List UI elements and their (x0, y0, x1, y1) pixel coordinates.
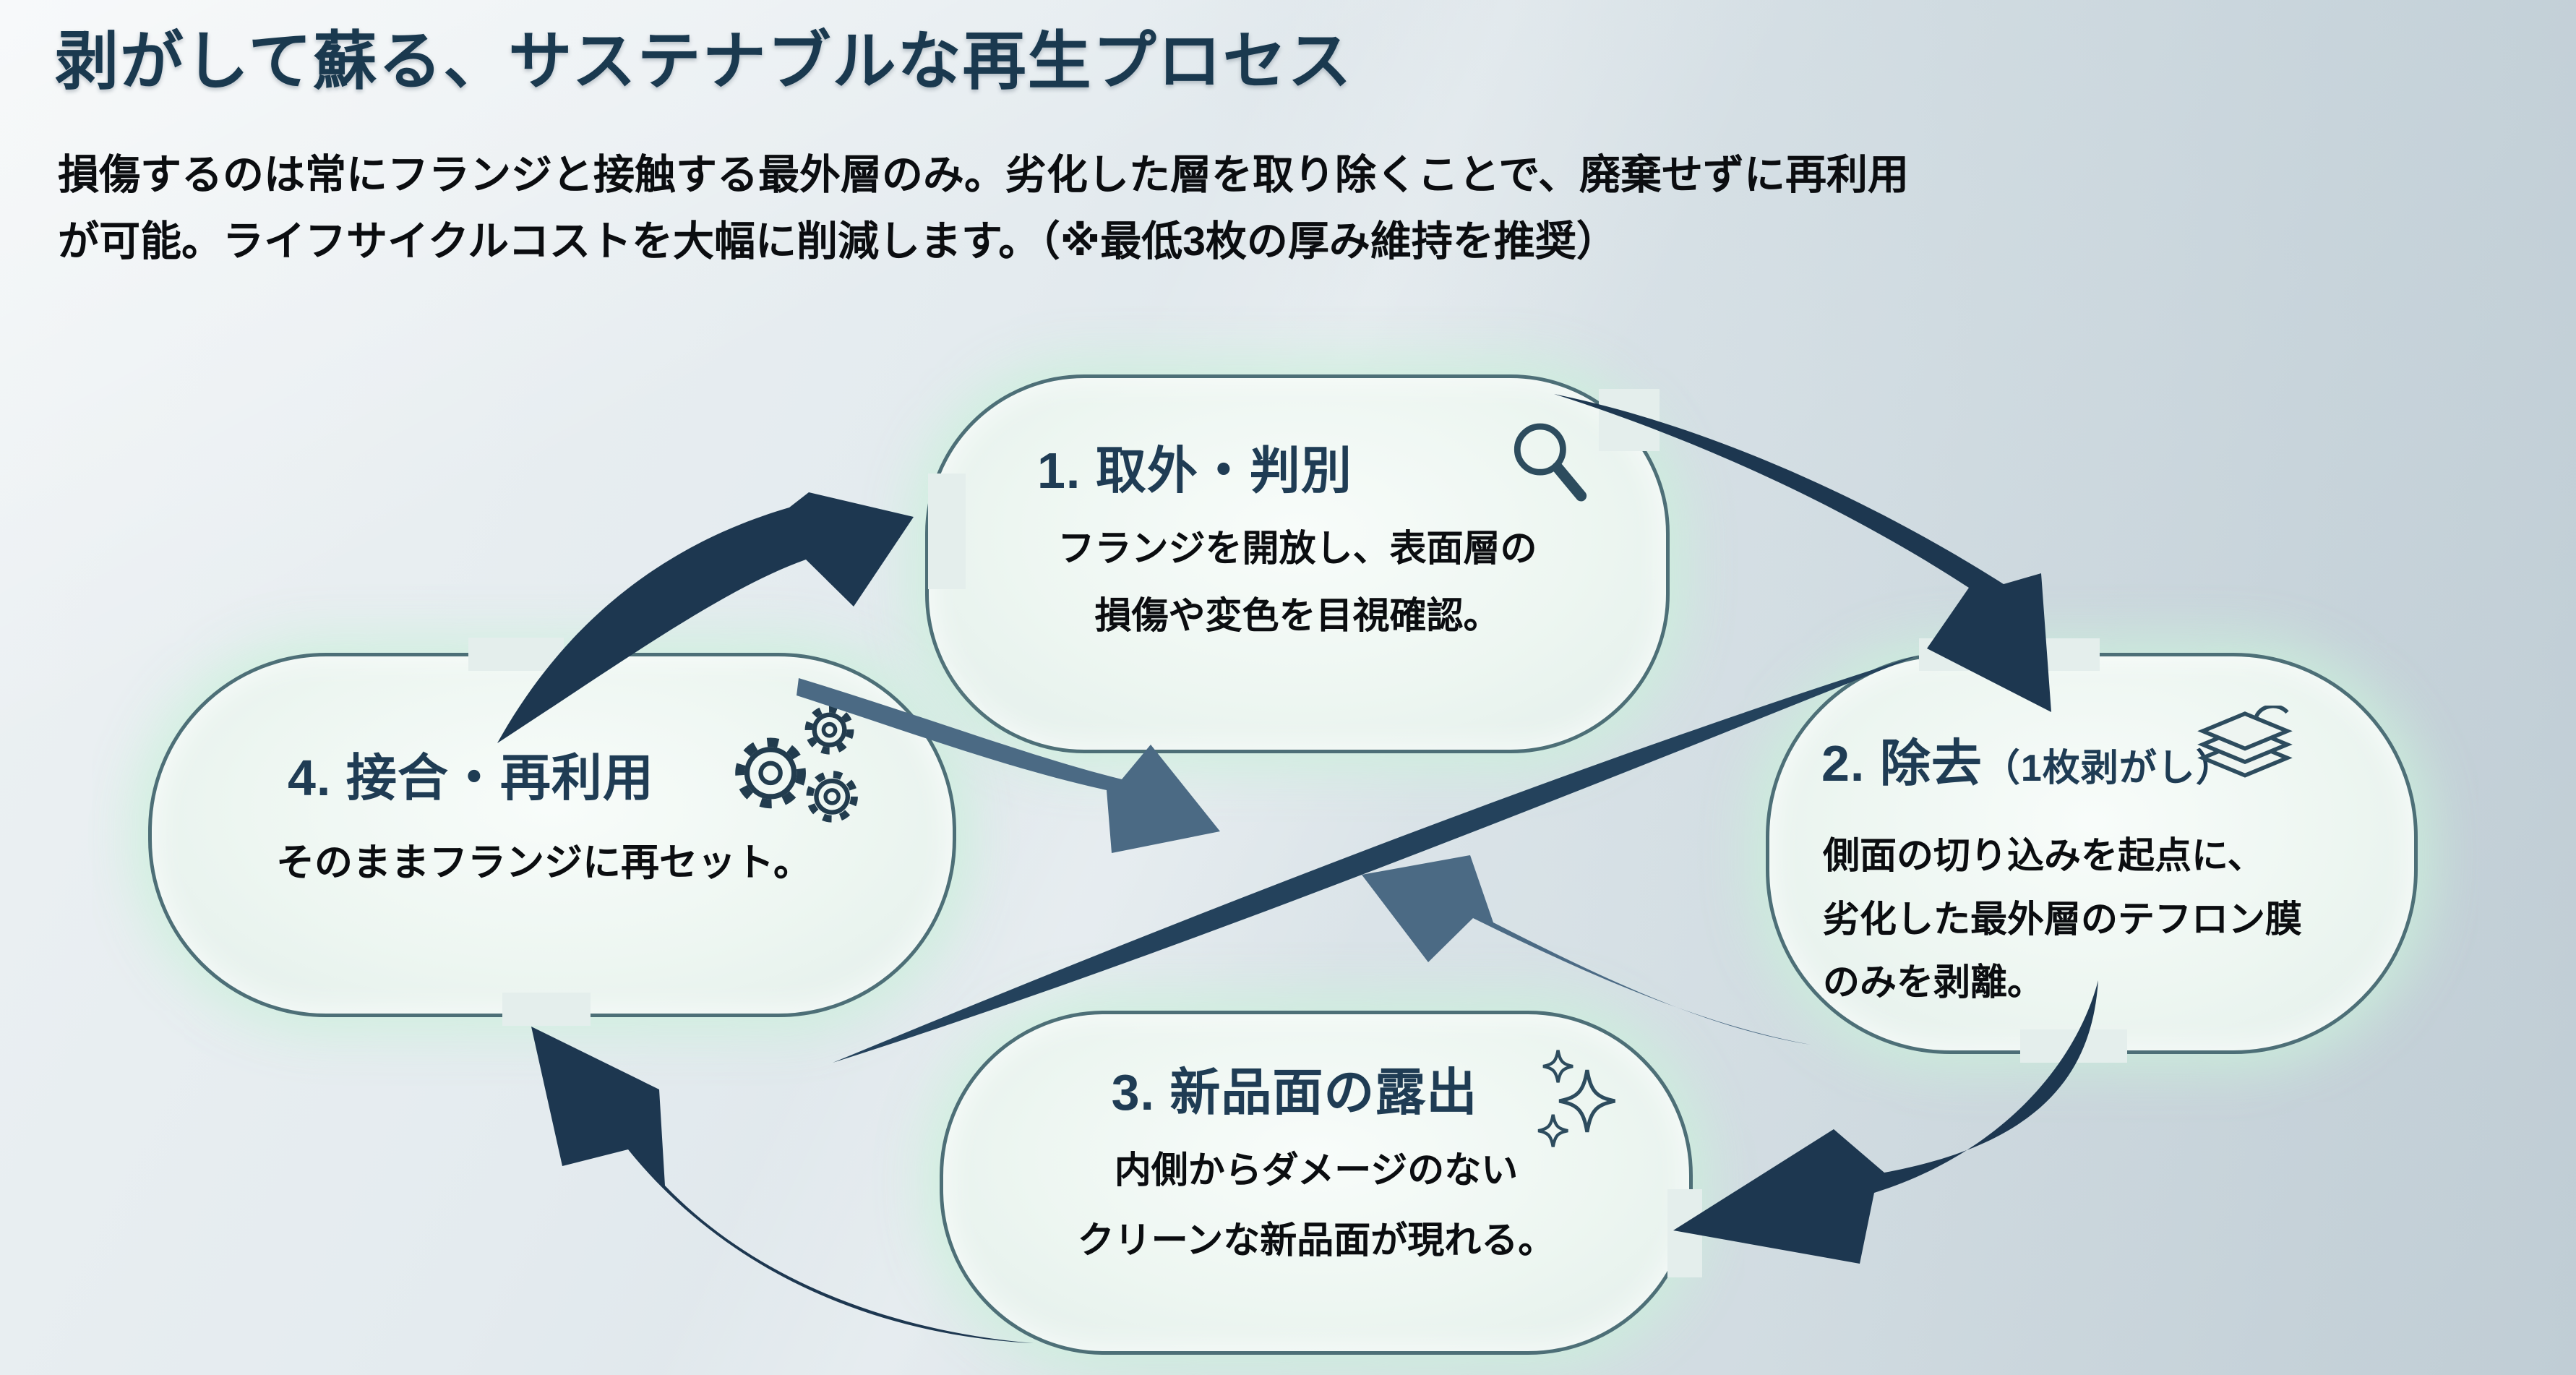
step1-description: フランジを開放し、表面層の 損傷や変色を目視確認。 (929, 515, 1666, 650)
step3-desc-line1: 内側からダメージのない (1114, 1149, 1519, 1191)
step-card-1-removal-inspection: 1. 取外・判別 フランジを開放し、表面層の 損傷や変色を目視確認。 (925, 374, 1670, 753)
layers-icon (2194, 704, 2296, 803)
step4-description: そのままフランジに再セット。 (276, 841, 812, 884)
step3-description: 内側からダメージのない クリーンな新品面が現れる。 (943, 1136, 1689, 1276)
step3-desc-line2: クリーンな新品面が現れる。 (1077, 1219, 1555, 1261)
page-subtitle-line2: が可能。ライフサイクルコストを大幅に削減します。（※最低3枚の厚み維持を推奨） (58, 218, 1618, 265)
page-title: 剥がして蘇る、サステナブルな再生プロセス (55, 25, 1353, 97)
step2-title-suffix: （1枚剥がし） (1982, 748, 2234, 789)
step-card-4-rejoin-reuse: 4. 接合・再利用 そのままフランジに (148, 653, 956, 1017)
sparkles-icon (1534, 1043, 1621, 1162)
step2-desc-line3: のみを剥離。 (1823, 961, 2045, 1003)
step2-title-main: 2. 除去 (1821, 735, 1983, 792)
page-subtitle-line1: 損傷するのは常にフランジと接触する最外層のみ。劣化した層を取り除くことで、廃棄せ… (58, 152, 1910, 198)
step1-desc-line2: 損傷や変色を目視確認。 (1094, 594, 1500, 636)
step2-title: 2. 除去（1枚剥がし） (1821, 723, 2234, 796)
step-card-2-peel-removal: 2. 除去（1枚剥がし） 側面の切り込みを起点に、 劣化した最外層のテフロン膜 … (1766, 653, 2418, 1054)
gear-large (735, 737, 806, 809)
gear-small-bottom (806, 771, 858, 823)
gears-icon (730, 698, 867, 836)
gear-small-top (804, 705, 854, 755)
step-card-3-fresh-surface: 3. 新品面の露出 内側からダメージのない クリーンな新品面が現れる。 (940, 1011, 1693, 1355)
step2-desc-line1: 側面の切り込みを起点に、 (1823, 835, 2264, 876)
magnifier-icon (1507, 418, 1594, 510)
step1-title: 1. 取外・判別 (1037, 442, 1352, 499)
step2-description: 側面の切り込みを起点に、 劣化した最外層のテフロン膜 のみを剥離。 (1823, 824, 2302, 1014)
step3-title: 3. 新品面の露出 (1111, 1064, 1478, 1121)
step1-desc-line1: フランジを開放し、表面層の (1057, 528, 1537, 569)
step2-desc-line2: 劣化した最外層のテフロン膜 (1823, 898, 2303, 940)
page-subtitle: 損傷するのは常にフランジと接触する最外層のみ。劣化した層を取り除くことで、廃棄せ… (58, 142, 1909, 275)
step4-title: 4. 接合・再利用 (288, 750, 654, 806)
